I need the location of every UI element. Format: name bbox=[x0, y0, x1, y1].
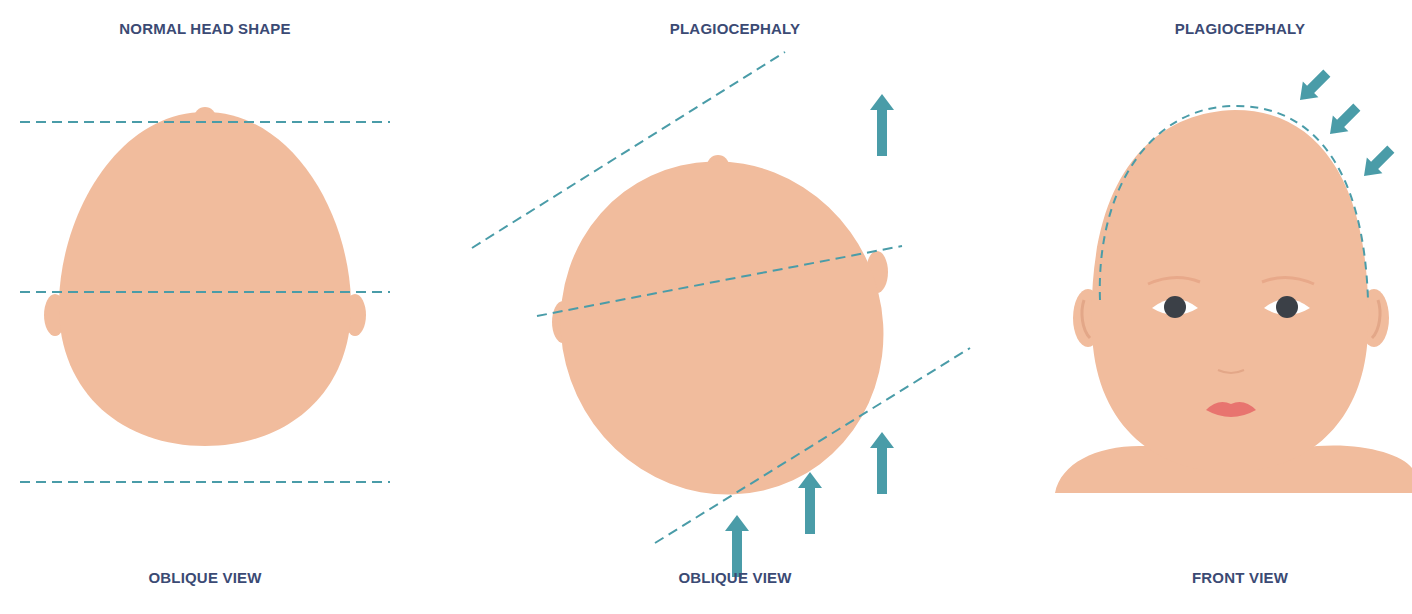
ear-detail bbox=[1372, 300, 1380, 338]
reference-lines bbox=[20, 122, 390, 482]
eyebrow bbox=[1262, 277, 1314, 284]
eyebrow bbox=[1148, 277, 1200, 284]
plagiocephaly-head-front bbox=[1055, 65, 1412, 493]
view-label: OBLIQUE VIEW bbox=[148, 569, 261, 586]
iris bbox=[1276, 296, 1298, 318]
panel-heading: PLAGIOCEPHALY bbox=[670, 20, 800, 37]
dashed-line bbox=[655, 348, 970, 543]
normal-head bbox=[20, 107, 390, 482]
pressure-arrow bbox=[870, 432, 894, 494]
mouth bbox=[1206, 402, 1256, 417]
pressure-arrow bbox=[1322, 99, 1364, 141]
pressure-arrow bbox=[725, 515, 749, 577]
nose bbox=[1218, 370, 1244, 373]
panel-heading: PLAGIOCEPHALY bbox=[1175, 20, 1305, 37]
pressure-arrow bbox=[1292, 65, 1334, 107]
view-label: OBLIQUE VIEW bbox=[678, 569, 791, 586]
panel-heading: NORMAL HEAD SHAPE bbox=[119, 20, 290, 37]
iris bbox=[1164, 296, 1186, 318]
dashed-line bbox=[537, 246, 902, 316]
head-shape bbox=[506, 108, 938, 548]
ear-detail bbox=[1082, 300, 1090, 338]
dashed-line bbox=[472, 52, 785, 248]
view-label: FRONT VIEW bbox=[1192, 569, 1288, 586]
pressure-arrow bbox=[1356, 141, 1398, 183]
pressure-arrow bbox=[870, 94, 894, 156]
plagiocephaly-head-oblique bbox=[472, 52, 970, 577]
pressure-arrow bbox=[798, 472, 822, 534]
dashed-outline bbox=[1100, 106, 1368, 300]
head-shape bbox=[59, 112, 351, 446]
dashed-line bbox=[20, 481, 390, 483]
dashed-line bbox=[20, 291, 390, 293]
reference-lines bbox=[472, 52, 970, 543]
dashed-line bbox=[20, 121, 390, 123]
